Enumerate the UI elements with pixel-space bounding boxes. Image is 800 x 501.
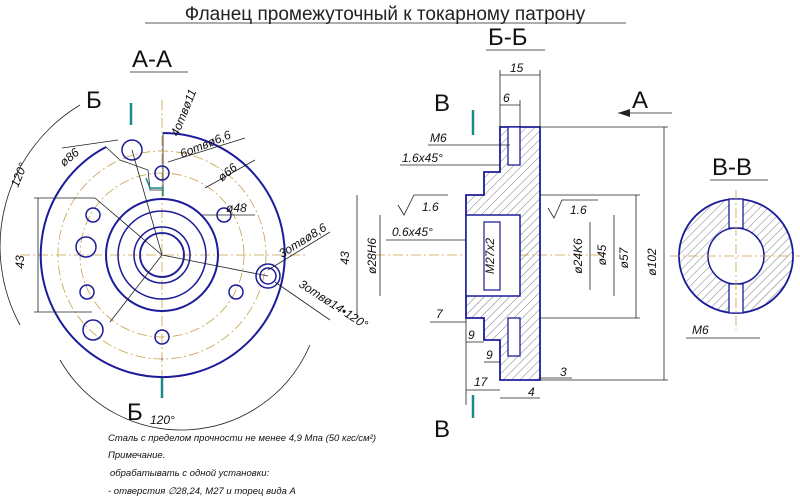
note-line1: обрабатывать с одной установки: xyxy=(110,468,269,479)
aa-holes-4x11: 4отвø11 xyxy=(168,87,199,138)
bb-section-v-bottom: В xyxy=(434,416,450,443)
aa-hole-66-3 xyxy=(85,207,101,223)
bb-m6-hole-bottom xyxy=(507,317,521,357)
bb-dim-17: 17 xyxy=(474,375,489,389)
aa-hole-11-2 xyxy=(75,236,97,258)
aa-angle-120-bottom: 120° xyxy=(150,413,175,427)
note-line2: - отверстия ∅28,24, М27 и торец вида А xyxy=(108,486,296,497)
bb-dim-43: 43 xyxy=(338,251,352,265)
bb-dim-4: 4 xyxy=(528,385,535,399)
bb-chamfer-06: 0.6x45° xyxy=(392,225,433,239)
aa-angle-120-left: 120° xyxy=(8,161,30,189)
aa-hole-86-1-counterbore xyxy=(255,263,281,289)
aa-section-b-bottom: Б xyxy=(127,399,143,426)
bb-dim-7: 7 xyxy=(436,307,444,321)
aa-hole-66-5 xyxy=(228,284,244,300)
bb-d45: ø45 xyxy=(595,244,609,265)
bb-d28h6: ø28H6 xyxy=(365,238,379,274)
aa-circle-inner-2 xyxy=(133,226,191,284)
bb-d57: ø57 xyxy=(617,246,631,268)
bb-m6-hole-top xyxy=(507,126,521,166)
vv-m6: M6 xyxy=(692,323,709,337)
bb-dim-6: 6 xyxy=(503,91,510,105)
bb-dim-9b: 9 xyxy=(486,348,493,362)
aa-cut-b-step xyxy=(145,177,164,196)
view-vv-label: В-В xyxy=(712,154,752,181)
aa-radial-4 xyxy=(109,254,163,323)
aa-outer-contour-cut xyxy=(105,133,164,191)
aa-section-b-top: Б xyxy=(86,87,102,114)
view-aa: А-А xyxy=(0,46,371,431)
view-bb: Б-Б ø102 ø57 ø45 ø24K6 43 xyxy=(338,24,672,443)
bb-dim-15: 15 xyxy=(510,61,524,75)
aa-hole-11-3 xyxy=(82,319,104,341)
aa-circle-bore xyxy=(139,232,185,278)
aa-radial-3 xyxy=(94,197,163,256)
bb-m6: M6 xyxy=(430,131,447,145)
aa-hole-66-2 xyxy=(79,284,95,300)
view-vv: В-В M6 xyxy=(670,154,800,339)
bb-view-a-label: А xyxy=(632,87,648,114)
aa-circle-inner-1 xyxy=(117,210,207,300)
bb-rough-left-symbol xyxy=(397,194,448,216)
aa-outer-contour xyxy=(39,132,286,378)
bb-m27x2: M27x2 xyxy=(483,238,497,274)
aa-angle-arc-left xyxy=(0,104,81,326)
aa-hole-11-1 xyxy=(121,139,143,161)
notes-block: Сталь с пределом прочности не менее 4,9 … xyxy=(108,433,376,497)
aa-d86-leader xyxy=(61,139,119,149)
aa-bolt-circle-86 xyxy=(57,150,267,360)
aa-holes-66-leader xyxy=(167,137,246,163)
view-bb-label: Б-Б xyxy=(488,24,528,51)
note-material: Сталь с пределом прочности не менее 4,9 … xyxy=(108,433,376,444)
bb-rough-right: 1.6 xyxy=(570,203,587,217)
aa-hole-66-6 xyxy=(154,329,170,345)
bb-chamfer-16: 1.6x45° xyxy=(402,151,443,165)
aa-hole-66-1 xyxy=(154,165,170,181)
note-heading: Примечание. xyxy=(108,450,165,461)
aa-radial-2 xyxy=(161,254,269,277)
bb-dim-3: 3 xyxy=(560,365,567,379)
aa-hole-86-1 xyxy=(259,267,277,285)
bb-section-v-top: В xyxy=(434,90,450,117)
aa-d48: ø48 xyxy=(226,201,247,215)
aa-holes-14-leader xyxy=(274,281,331,321)
bb-dim-9a: 9 xyxy=(468,328,475,342)
aa-radial-1 xyxy=(131,149,163,256)
aa-holes-86-leader xyxy=(267,231,331,271)
bb-view-a-arrowhead xyxy=(618,109,630,117)
aa-circle-48 xyxy=(105,198,219,312)
bb-rough-right-symbol xyxy=(547,199,598,219)
bb-d24k6: ø24K6 xyxy=(571,238,585,274)
drawing-title: Фланец промежуточный к токарному патрону xyxy=(185,4,586,25)
aa-angle-arc-bottom xyxy=(59,344,311,431)
bb-rough-left: 1.6 xyxy=(422,200,439,214)
aa-d66-leader xyxy=(204,159,256,189)
bb-d102: ø102 xyxy=(645,248,659,276)
view-aa-label: А-А xyxy=(132,46,172,73)
aa-dim-43: 43 xyxy=(13,255,27,269)
bb-thread xyxy=(483,221,501,291)
